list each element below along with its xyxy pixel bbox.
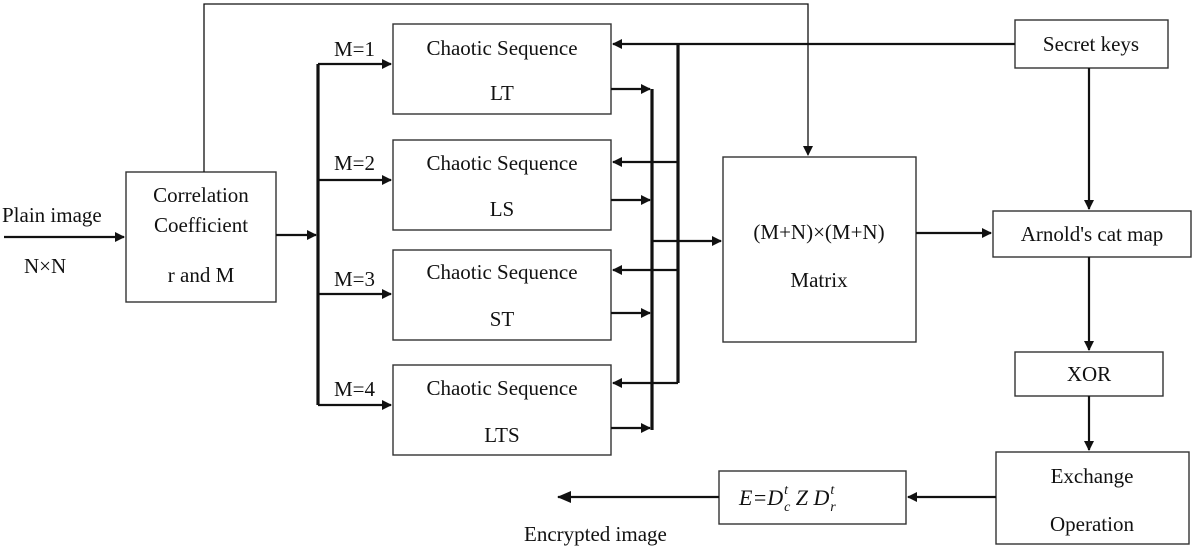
sequence-name-st: ST xyxy=(490,307,515,331)
matrix-line-1: (M+N)×(M+N) xyxy=(753,220,884,244)
sequence-name-lt: LT xyxy=(490,81,514,105)
matrix-box xyxy=(722,156,917,343)
exchange-line-2: Operation xyxy=(1050,512,1134,536)
formula-sup-1: t xyxy=(784,483,789,498)
branch-label-m3: M=3 xyxy=(334,267,375,291)
formula-sup-2: t xyxy=(830,483,835,498)
arnold-box xyxy=(992,210,1192,258)
sequence-name-lts: LTS xyxy=(484,423,519,447)
sequence-box-lt xyxy=(392,23,612,115)
plain-image-size: N×N xyxy=(24,254,66,278)
formula-sub-1: c xyxy=(784,500,791,515)
line-correlation-to-matrix xyxy=(203,3,813,172)
sequence-title-lts: Chaotic Sequence xyxy=(426,376,577,400)
exchange-line-1: Exchange xyxy=(1051,464,1134,488)
correlation-line-1: Correlation xyxy=(153,183,249,207)
secret-keys-label: Secret keys xyxy=(1043,32,1139,56)
correlation-box xyxy=(125,171,277,303)
matrix-line-2: Matrix xyxy=(790,268,848,292)
correlation-line-3: r and M xyxy=(168,263,235,287)
sequence-name-ls: LS xyxy=(490,197,515,221)
sequence-title-lt: Chaotic Sequence xyxy=(426,36,577,60)
formula-mid: Z D xyxy=(790,485,829,510)
formula-lhs: E=D xyxy=(738,485,783,510)
xor-box xyxy=(1014,351,1164,397)
encrypted-image-label: Encrypted image xyxy=(524,522,667,546)
sequence-title-st: Chaotic Sequence xyxy=(426,260,577,284)
branch-label-m4: M=4 xyxy=(334,377,376,401)
branch-label-m1: M=1 xyxy=(334,37,375,61)
arnold-label: Arnold's cat map xyxy=(1021,222,1164,246)
sequence-box-ls xyxy=(392,139,612,231)
sequence-box-lts xyxy=(392,364,612,456)
formula-box xyxy=(718,470,907,525)
xor-label: XOR xyxy=(1067,362,1111,386)
branch-label-m2: M=2 xyxy=(334,151,375,175)
correlation-line-2: Coefficient xyxy=(154,213,248,237)
sequence-title-ls: Chaotic Sequence xyxy=(426,151,577,175)
formula-sub-2: r xyxy=(830,500,836,515)
sequence-box-st xyxy=(392,249,612,341)
plain-image-label: Plain image xyxy=(2,203,102,227)
